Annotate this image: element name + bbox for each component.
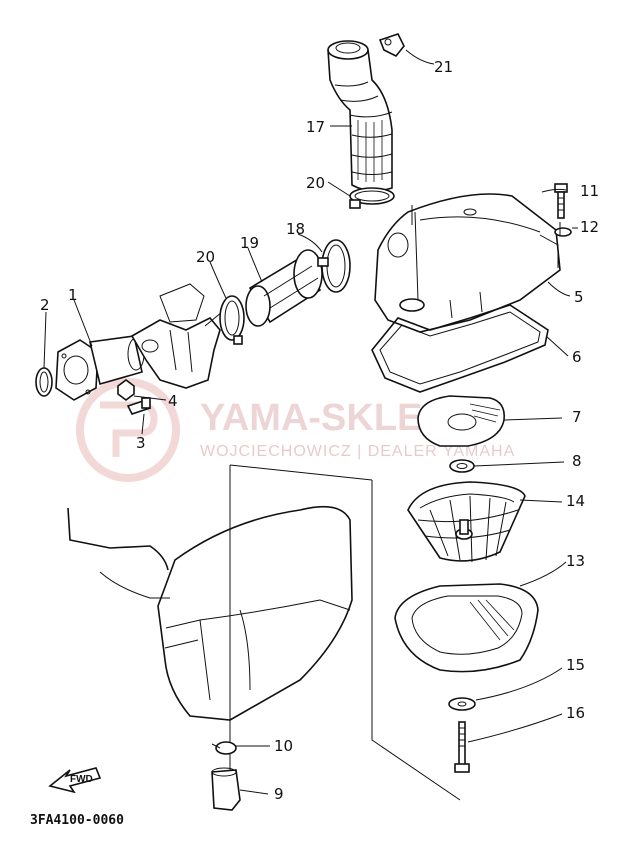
part-5-airbox-case — [374, 193, 561, 333]
part-15-grommet — [448, 697, 476, 711]
part-4-nut — [117, 379, 135, 401]
callout-16: 16 — [566, 704, 585, 722]
callout-21: 21 — [434, 58, 453, 76]
callout-1: 1 — [68, 286, 78, 304]
part-12-washer — [554, 227, 572, 237]
callout-20-upper: 20 — [306, 174, 325, 192]
part-11-bolt — [554, 183, 568, 219]
watermark-subtitle: WOJCIECHOWICZ | DEALER YAMAHA — [200, 443, 515, 460]
carburetor — [130, 283, 223, 389]
part-9-drain-hose — [211, 767, 241, 811]
callout-8: 8 — [572, 452, 582, 470]
callout-18: 18 — [286, 220, 305, 238]
callout-7: 7 — [572, 408, 582, 426]
leader-lines — [43, 49, 578, 795]
callout-4: 4 — [168, 392, 178, 410]
part-13-airbox-bottom — [394, 583, 539, 673]
part-17-intake-duct — [327, 40, 393, 192]
callout-13: 13 — [566, 552, 585, 570]
diagram-code: 3FA4100-0060 — [30, 813, 124, 828]
callout-6: 6 — [572, 348, 582, 366]
callout-2: 2 — [40, 296, 50, 314]
callout-17: 17 — [306, 118, 325, 136]
part-6-gasket — [371, 304, 549, 393]
callout-15: 15 — [566, 656, 585, 674]
callout-5: 5 — [574, 288, 584, 306]
part-14-filter-element — [407, 481, 526, 563]
callout-14: 14 — [566, 492, 585, 510]
callout-12: 12 — [580, 218, 599, 236]
callout-3: 3 — [136, 434, 146, 452]
part-8-washer — [449, 459, 475, 473]
part-7-filter-plate — [417, 395, 506, 447]
part-2-o-ring — [35, 367, 53, 397]
part-18-clamp — [317, 239, 351, 293]
frame-outline — [67, 505, 353, 721]
part-20-upper-clamp — [349, 187, 395, 209]
callout-20-lower: 20 — [196, 248, 215, 266]
part-20-lower-clamp — [219, 295, 245, 345]
part-3-bolt — [126, 397, 152, 415]
part-21-clip — [378, 33, 405, 58]
callout-19: 19 — [240, 234, 259, 252]
assembly-guide-lines — [229, 205, 561, 801]
callout-9: 9 — [274, 785, 284, 803]
callout-11: 11 — [580, 182, 599, 200]
fwd-label: FWD — [70, 774, 93, 785]
part-10-drain-clamp — [211, 741, 237, 755]
callout-10: 10 — [274, 737, 293, 755]
callouts: 21 17 20 18 19 20 1 2 4 3 11 12 5 6 7 8 … — [40, 58, 599, 803]
part-19-intake-boot — [245, 249, 323, 327]
part-1-carburetor-joint — [55, 335, 145, 401]
fwd-arrow-icon: FWD — [48, 767, 102, 794]
part-16-bolt — [454, 721, 470, 773]
